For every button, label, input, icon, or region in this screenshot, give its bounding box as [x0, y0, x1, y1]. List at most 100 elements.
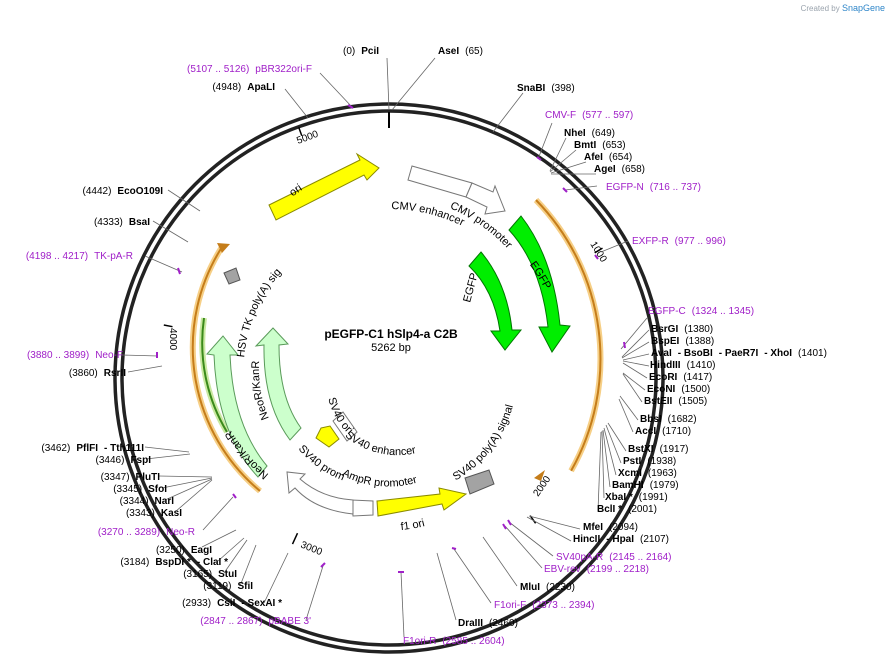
site-part-kasi-1: KasI	[161, 508, 182, 519]
site-label-bcli: BclI * (2001)	[597, 504, 657, 515]
site-label-apali: (4948) ApaLI	[212, 82, 275, 93]
site-part-acci-1: (1710)	[662, 426, 691, 437]
site-part-nari-0: (3344)	[120, 496, 149, 507]
site-part-agei-1: (658)	[622, 164, 645, 175]
site-part-bspei-1: (1388)	[685, 336, 714, 347]
site-part-bbsi-1: (1682)	[668, 414, 697, 425]
site-part-mfei-0: MfeI	[583, 522, 603, 533]
site-part-pcii-1: PciI	[361, 46, 379, 57]
site-part-egfp-n-0: EGFP-N	[606, 182, 644, 193]
site-part-neo-f-1: Neo-F	[95, 350, 123, 361]
site-part-hincii-2: (2107)	[640, 534, 669, 545]
site-part-bsai-1: BsaI	[129, 217, 150, 228]
site-part-egfp-n-1: (716 .. 737)	[650, 182, 701, 193]
site-part-fspi-1: FspI	[130, 455, 151, 466]
orf-arc-neo-inner-core	[201, 317, 228, 433]
feature-sv40-ori	[315, 425, 340, 448]
site-label-egfp-c: EGFP-C(1324 .. 1345)	[648, 306, 754, 317]
site-part-neo-r-0: (3270 .. 3289)	[98, 527, 160, 538]
site-part-bstxi-0: BstXI	[628, 444, 654, 455]
site-part-asei-0: AseI	[438, 46, 459, 57]
site-part-apali-1: ApaLI	[247, 82, 275, 93]
site-part-bcli-1: (2001)	[628, 504, 657, 515]
site-part-bspei-0: BspEI	[651, 336, 680, 347]
site-label-bsteii: BstEII(1505)	[644, 396, 707, 407]
feature-ori	[268, 152, 380, 221]
orf-arcs	[189, 197, 604, 494]
site-label-bamhi: BamHI(1979)	[612, 480, 679, 491]
site-label-cmv-f: CMV-F(577 .. 597)	[545, 110, 633, 121]
site-part-xcmi-1: (1963)	[648, 468, 677, 479]
site-label-pcii: (0) PciI	[343, 46, 379, 57]
site-part-neo-f-0: (3880 .. 3899)	[27, 350, 89, 361]
feature-sv40-enhancer	[332, 411, 358, 442]
site-part-avai-0: AvaI	[651, 348, 672, 359]
site-part-bsteii-0: BstEII	[644, 396, 673, 407]
site-part-pflfi-2: - Tth111I	[104, 443, 144, 454]
site-part-sfii-1: SfiI	[237, 581, 253, 592]
site-part-bmti-0: BmtI	[574, 140, 596, 151]
tick-3000	[291, 532, 299, 545]
primer-markers	[156, 104, 626, 573]
site-part-snabi-1: (398)	[551, 83, 574, 94]
site-label-kasi: (3343) KasI	[126, 508, 182, 519]
site-part-egfp-c-0: EGFP-C	[648, 306, 686, 317]
tick-label-1000: 1000	[587, 240, 608, 265]
site-part-bstxi-1: (1917)	[660, 444, 689, 455]
site-part-psti-1: (1938)	[647, 456, 676, 467]
site-part-rsrii-0: (3860)	[69, 368, 98, 379]
tick-label-3000: 3000	[299, 540, 324, 559]
feature-egfp-inner	[468, 251, 523, 351]
site-part-xcmi-0: XcmI	[618, 468, 642, 479]
site-part-stui-0: (3165)	[183, 569, 212, 580]
site-part-pbr322ori-f-1: pBR322ori-F	[255, 64, 312, 75]
site-part-snabi-0: SnaBI	[517, 83, 546, 94]
site-label-afei: AfeI(654)	[584, 152, 632, 163]
site-label-sv40pa-r: SV40pA-R(2145 .. 2164)	[556, 552, 672, 563]
site-part-avai-4: (1401)	[798, 348, 827, 359]
feature-sv40-polya	[464, 469, 495, 495]
site-part-pcii-0: (0)	[343, 46, 355, 57]
site-label-nari: (3344)NarI	[120, 496, 175, 507]
site-part-sfoi-0: (3345)	[113, 484, 142, 495]
tick-label-5000: 5000	[295, 129, 320, 147]
site-part-pflfi-1: PflFI	[76, 443, 98, 454]
site-part-bamhi-0: BamHI	[612, 480, 644, 491]
site-part-neo-r-1: Neo-R	[166, 527, 195, 538]
feature-label-sv40-polya: SV40 poly(A) signal	[451, 403, 516, 483]
site-label-egfp-n: EGFP-N (716 .. 737)	[606, 182, 701, 193]
feature-ampr-promoter	[351, 499, 374, 517]
site-label-bbsi: BbsI(1682)	[640, 414, 697, 425]
site-part-psti-0: PstI	[623, 456, 642, 467]
site-part-kasi-0: (3343)	[126, 508, 155, 519]
site-part-tk-pa-r-1: TK-pA-R	[94, 251, 133, 262]
site-label-pluti: (3347)PluTI	[101, 472, 161, 483]
site-part-ebv-rev-1: (2199 .. 2218)	[587, 564, 649, 575]
site-label-psti: PstI (1938)	[623, 456, 676, 467]
site-part-bcli-0: BclI *	[597, 504, 622, 515]
site-label-f1ori-f: F1ori-F(2373 .. 2394)	[494, 600, 595, 611]
feature-cmv-enhancer	[407, 165, 473, 198]
site-part-xbai-1: (1991)	[639, 492, 668, 503]
snapgene-watermark: Created by SnapGene	[801, 3, 885, 13]
site-part-apali-0: (4948)	[212, 82, 241, 93]
site-label-hincii: HincII- HpaI(2107)	[573, 534, 669, 545]
site-label-ecoo109i: (4442)EcoO109I	[83, 186, 164, 197]
site-part-mfei-1: (2094)	[609, 522, 638, 533]
backbone-inner-strand	[120, 109, 658, 647]
site-label-ecori: EcoRI(1417)	[649, 372, 712, 383]
site-part-sv40pa-r-1: (2145 .. 2164)	[609, 552, 671, 563]
site-part-stui-1: StuI	[218, 569, 237, 580]
site-label-draiii: DraIII(2460)	[458, 618, 518, 629]
site-part-nhei-1: (649)	[592, 128, 615, 139]
snapgene-logo-text: SnapGene	[841, 3, 885, 13]
site-part-draiii-0: DraIII	[458, 618, 483, 629]
site-label-xbai: XbaI *(1991)	[605, 492, 668, 503]
site-label-fspi: (3446)FspI	[96, 455, 152, 466]
site-part-pflfi-0: (3462)	[41, 443, 70, 454]
site-part-tk-pa-r-0: (4198 .. 4217)	[26, 251, 88, 262]
tick-5000	[297, 127, 303, 136]
site-label-snabi: SnaBI (398)	[517, 83, 575, 94]
site-part-f1ori-r-1: (2585 .. 2604)	[442, 636, 504, 647]
site-part-nhei-0: NheI	[564, 128, 586, 139]
